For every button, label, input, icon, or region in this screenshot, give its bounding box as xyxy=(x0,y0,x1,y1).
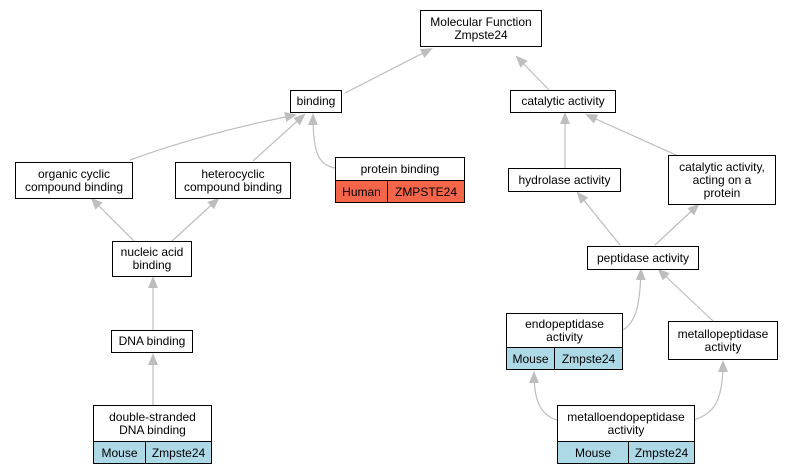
node-endopeptidase-activity[interactable]: endopeptidase activity Mouse Zmpste24 xyxy=(506,313,623,370)
edge-metallopeptidase-to-peptidase xyxy=(657,268,714,322)
annotation-species: Mouse xyxy=(558,442,629,463)
node-label: DNA binding xyxy=(118,334,186,348)
annotation-gene[interactable]: ZMPSTE24 xyxy=(394,184,457,199)
edge-heterocyclic-to-binding xyxy=(252,113,306,162)
node-label: organic cyclic compound binding xyxy=(24,166,124,194)
annotation-species: Mouse xyxy=(507,348,555,369)
node-organic-cyclic-compound-binding[interactable]: organic cyclic compound binding xyxy=(15,162,133,199)
annotation-gene[interactable]: Zmpste24 xyxy=(561,351,616,366)
edge-binding-to-root xyxy=(344,48,433,94)
node-label: protein binding xyxy=(360,161,440,176)
node-label: Molecular Function Zmpste24 xyxy=(430,14,532,42)
annotation-species: Human xyxy=(336,181,388,202)
node-protein-binding[interactable]: protein binding Human ZMPSTE24 xyxy=(335,157,465,203)
node-label: binding xyxy=(296,94,336,108)
node-metalloendopeptidase-activity[interactable]: metalloendopeptidase activity Mouse Zmps… xyxy=(557,405,695,464)
node-double-stranded-dna-binding[interactable]: double-stranded DNA binding Mouse Zmpste… xyxy=(93,405,212,464)
edge-endopeptidase-to-peptidase xyxy=(622,268,646,331)
node-heterocyclic-compound-binding[interactable]: heterocyclic compound binding xyxy=(175,162,291,199)
node-label: metallopeptidase activity xyxy=(677,326,769,354)
annotation-row-mouse: Mouse Zmpste24 xyxy=(558,441,694,463)
node-label: nucleic acid binding xyxy=(120,245,184,272)
edge-nucleic-to-heterocyclic xyxy=(171,197,220,242)
node-metallopeptidase-activity[interactable]: metallopeptidase activity xyxy=(668,321,778,360)
edge-peptidase-to-cat-protein xyxy=(654,203,700,246)
annotation-species: Mouse xyxy=(94,442,146,463)
node-label: catalytic activity xyxy=(521,94,605,108)
node-peptidase-activity[interactable]: peptidase activity xyxy=(587,246,699,270)
edge-nucleic-to-organic xyxy=(90,197,135,242)
node-binding[interactable]: binding xyxy=(290,90,342,113)
edge-metalloendo-to-metallopeptidase xyxy=(693,360,728,421)
node-catalytic-activity-acting-on-a-protein[interactable]: catalytic activity, acting on a protein xyxy=(668,155,776,205)
node-hydrolase-activity[interactable]: hydrolase activity xyxy=(508,168,621,192)
node-label: endopeptidase activity xyxy=(525,316,604,344)
node-label: double-stranded DNA binding xyxy=(109,409,196,437)
node-dna-binding[interactable]: DNA binding xyxy=(111,330,193,353)
edge-organic-to-binding xyxy=(129,112,297,161)
node-label: metalloendopeptidase activity xyxy=(567,409,685,437)
node-nucleic-acid-binding[interactable]: nucleic acid binding xyxy=(112,241,192,277)
node-molecular-function[interactable]: Molecular Function Zmpste24 xyxy=(420,10,542,47)
annotation-gene[interactable]: Zmpste24 xyxy=(634,445,689,460)
annotation-gene[interactable]: Zmpste24 xyxy=(151,445,206,460)
annotation-row-mouse: Mouse Zmpste24 xyxy=(507,347,622,369)
node-label: catalytic activity, acting on a protein xyxy=(679,159,765,200)
edge-cat-protein-to-catalytic xyxy=(585,114,677,156)
node-label: peptidase activity xyxy=(596,250,690,265)
edge-catalytic-to-root xyxy=(515,55,550,91)
edge-peptidase-to-hydrolase xyxy=(576,191,621,246)
node-label: hydrolase activity xyxy=(518,172,611,187)
node-catalytic-activity[interactable]: catalytic activity xyxy=(510,90,616,113)
node-label: heterocyclic compound binding xyxy=(183,166,283,194)
edge-metalloendo-to-endopeptidase xyxy=(529,371,558,421)
annotation-row-mouse: Mouse Zmpste24 xyxy=(94,441,211,463)
edge-protein-binding-to-binding xyxy=(308,113,336,169)
annotation-row-human: Human ZMPSTE24 xyxy=(336,180,464,202)
